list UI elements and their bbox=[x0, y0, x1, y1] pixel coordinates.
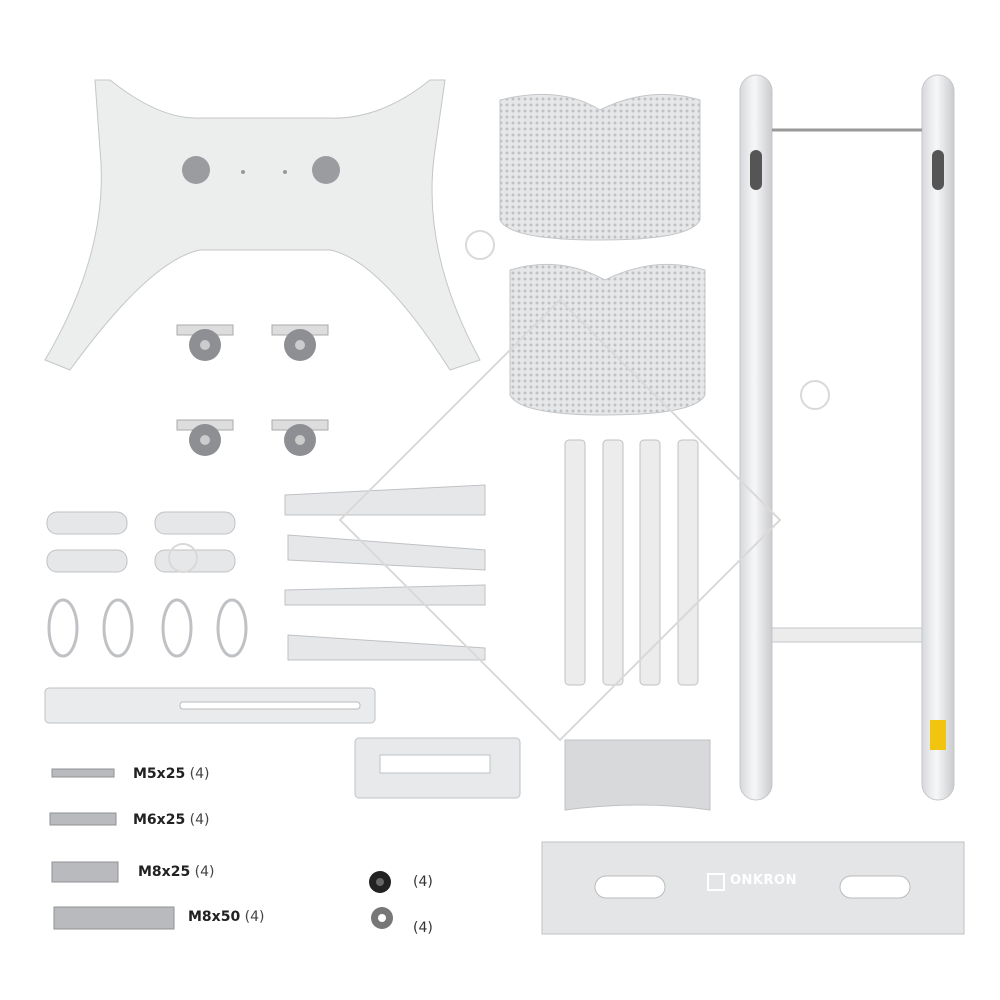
watermark bbox=[168, 230, 830, 790]
base-frame bbox=[44, 79, 481, 371]
screw-size: M8x25 bbox=[138, 864, 191, 880]
clamps bbox=[46, 511, 248, 658]
adapter-plates bbox=[354, 737, 711, 811]
screw-size: M5x25 bbox=[133, 766, 186, 782]
screw-size: M6x25 bbox=[133, 812, 186, 828]
vertical-brackets bbox=[564, 439, 699, 686]
spacer-qty: (4) bbox=[413, 874, 433, 890]
screw-qty: (4) bbox=[189, 812, 210, 828]
screw-qty: (4) bbox=[194, 864, 215, 880]
screw-qty: (4) bbox=[189, 766, 210, 782]
screw-qty: (4) bbox=[244, 909, 265, 925]
screw-label-m8x50: M8x50 (4) bbox=[188, 909, 264, 925]
screw-size: M8x50 bbox=[188, 909, 241, 925]
washer-qty: (4) bbox=[413, 920, 433, 936]
screws bbox=[49, 768, 175, 930]
poles bbox=[739, 74, 955, 801]
casters bbox=[176, 324, 329, 456]
screw-label-m5x25: M5x25 (4) bbox=[133, 766, 209, 782]
arms bbox=[284, 484, 486, 661]
shelves bbox=[499, 93, 706, 416]
brand-logo-text: ONKRON bbox=[730, 873, 797, 888]
screw-label-m8x25: M8x25 (4) bbox=[138, 864, 214, 880]
screw-label-m6x25: M6x25 (4) bbox=[133, 812, 209, 828]
mounting-plate bbox=[541, 841, 965, 935]
